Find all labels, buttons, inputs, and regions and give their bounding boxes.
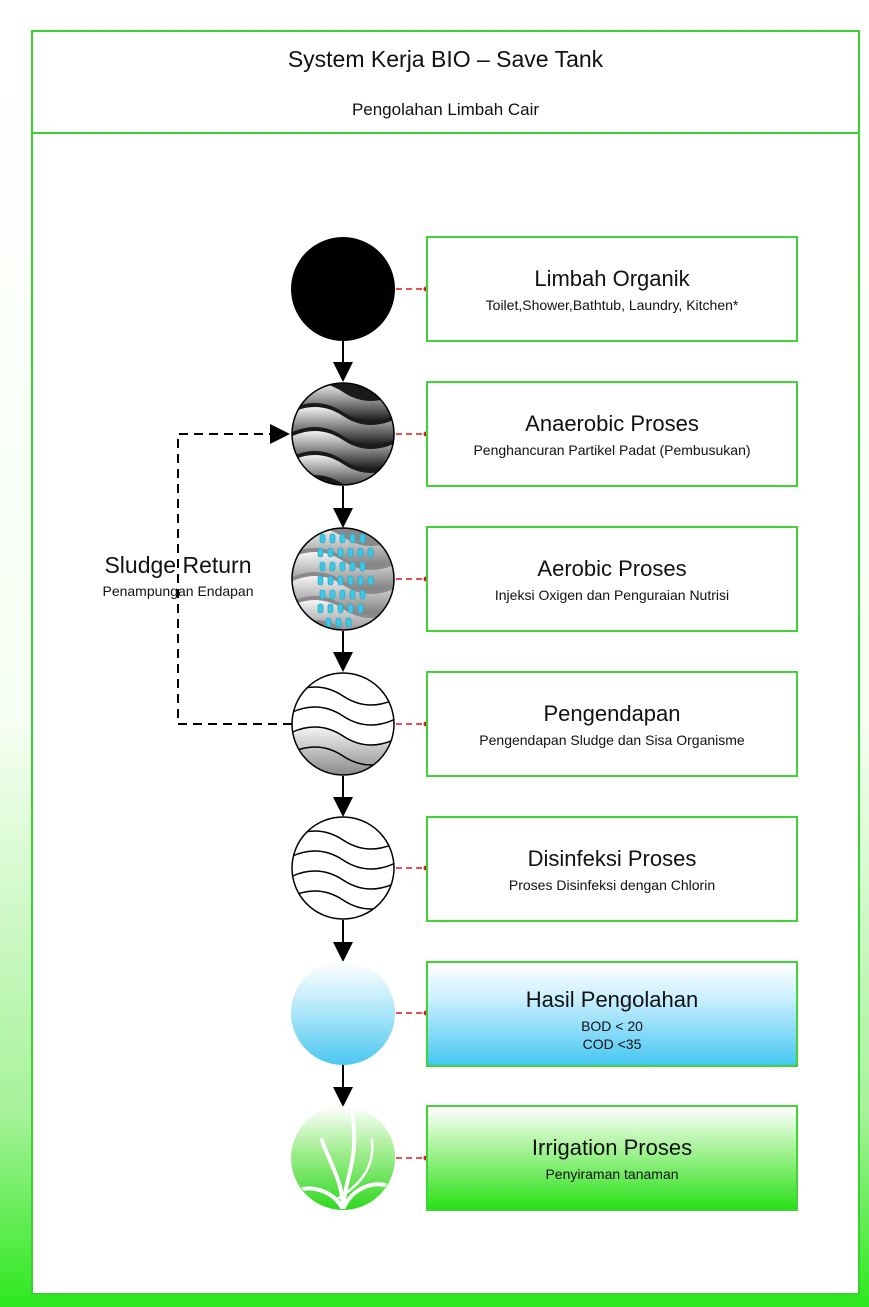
stage-box-sedimentation: Pengendapan Pengendapan Sludge dan Sisa … bbox=[426, 671, 798, 777]
sludge-return-title: Sludge Return bbox=[104, 552, 252, 578]
disinfection-circle bbox=[291, 816, 395, 920]
stage-title: Hasil Pengolahan bbox=[525, 987, 699, 1012]
header-panel: System Kerja BIO – Save Tank Pengolahan … bbox=[31, 30, 860, 134]
diagram-title: System Kerja BIO – Save Tank bbox=[287, 46, 604, 72]
plant-icon bbox=[291, 1106, 395, 1210]
stage-box-disinfection: Disinfeksi Proses Proses Disinfeksi deng… bbox=[426, 816, 798, 922]
stage-description: Injeksi Oxigen dan Penguraian Nutrisi bbox=[494, 587, 730, 603]
sludge-return-label: Sludge Return Penampungan Endapan bbox=[80, 552, 276, 599]
stage-title: Pengendapan bbox=[543, 701, 681, 726]
sludge-return-loop bbox=[177, 424, 292, 725]
stage-box-treated-result: Hasil Pengolahan BOD < 20 COD <35 bbox=[426, 961, 798, 1067]
stage-description: Pengendapan Sludge dan Sisa Organisme bbox=[479, 732, 745, 748]
diagram-subtitle: Pengolahan Limbah Cair bbox=[351, 100, 540, 119]
stage-title: Disinfeksi Proses bbox=[527, 846, 697, 871]
red-connectors bbox=[396, 286, 429, 1161]
stage-title: Aerobic Proses bbox=[537, 556, 687, 581]
aerobic-circle bbox=[291, 527, 395, 631]
anaerobic-circle bbox=[291, 382, 395, 486]
stage-bod: BOD < 20 bbox=[581, 1018, 643, 1034]
organic-waste-circle bbox=[291, 237, 395, 341]
oxygen-bubbles bbox=[317, 533, 374, 628]
stage-title: Anaerobic Proses bbox=[525, 411, 699, 436]
stage-description: Proses Disinfeksi dengan Chlorin bbox=[508, 877, 716, 893]
stage-box-aerobic: Aerobic Proses Injeksi Oxigen dan Pengur… bbox=[426, 526, 798, 632]
stage-box-anaerobic: Anaerobic Proses Penghancuran Partikel P… bbox=[426, 381, 798, 487]
stage-description: Toilet,Shower,Bathtub, Laundry, Kitchen* bbox=[485, 297, 739, 313]
stage-title: Limbah Organik bbox=[534, 266, 690, 291]
stage-description: Penyiraman tanaman bbox=[545, 1166, 679, 1182]
stage-box-organic-waste: Limbah Organik Toilet,Shower,Bathtub, La… bbox=[426, 236, 798, 342]
sedimentation-circle bbox=[291, 672, 395, 776]
stage-title: Irrigation Proses bbox=[531, 1135, 693, 1160]
stage-box-irrigation: Irrigation Proses Penyiraman tanaman bbox=[426, 1105, 798, 1211]
stage-cod: COD <35 bbox=[582, 1036, 642, 1052]
stage-description: Penghancuran Partikel Padat (Pembusukan) bbox=[473, 442, 751, 458]
sludge-return-subtitle: Penampungan Endapan bbox=[102, 583, 254, 599]
treated-water-circle bbox=[291, 961, 395, 1065]
